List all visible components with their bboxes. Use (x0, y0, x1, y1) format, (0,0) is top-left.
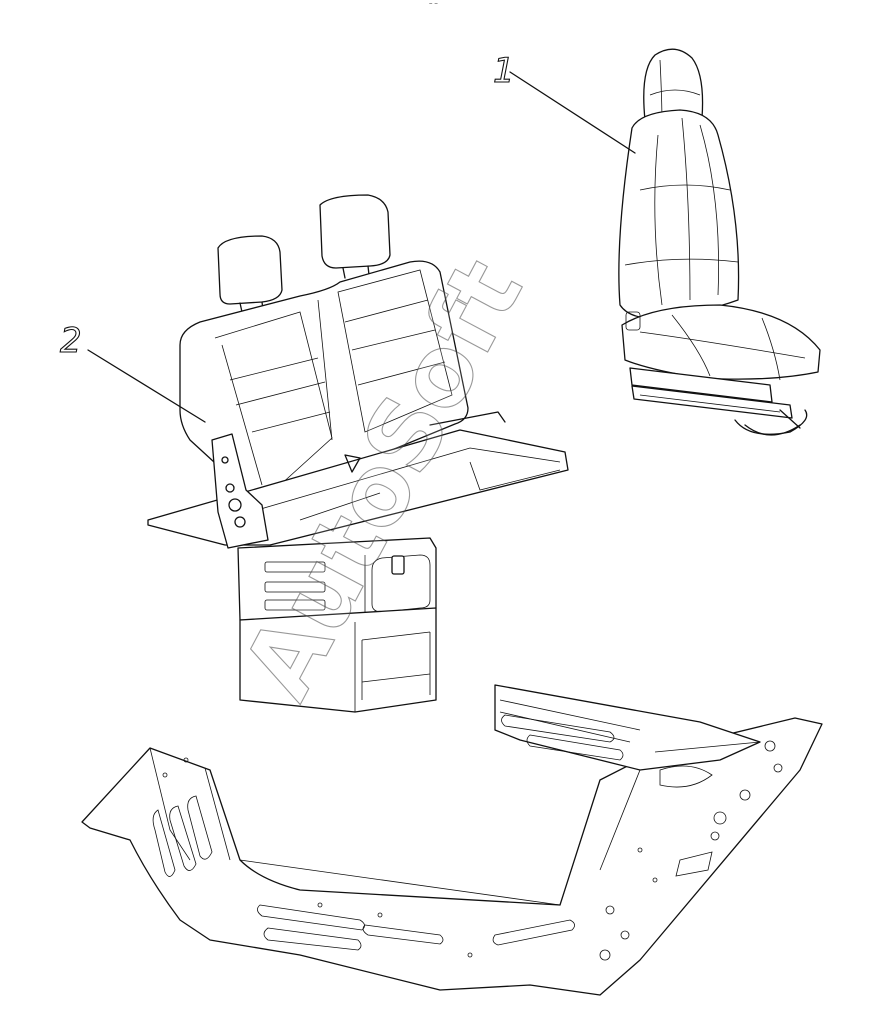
callout-2: 2 (59, 320, 206, 423)
floor-panel (81, 684, 823, 996)
svg-text:2: 2 (60, 321, 82, 361)
callout-1: 1 (492, 50, 636, 154)
driver-seat[interactable] (618, 48, 821, 436)
double-bench-seat[interactable] (147, 194, 569, 713)
top-mark: ⁻⁻ (428, 1, 439, 11)
svg-text:1: 1 (493, 51, 515, 91)
